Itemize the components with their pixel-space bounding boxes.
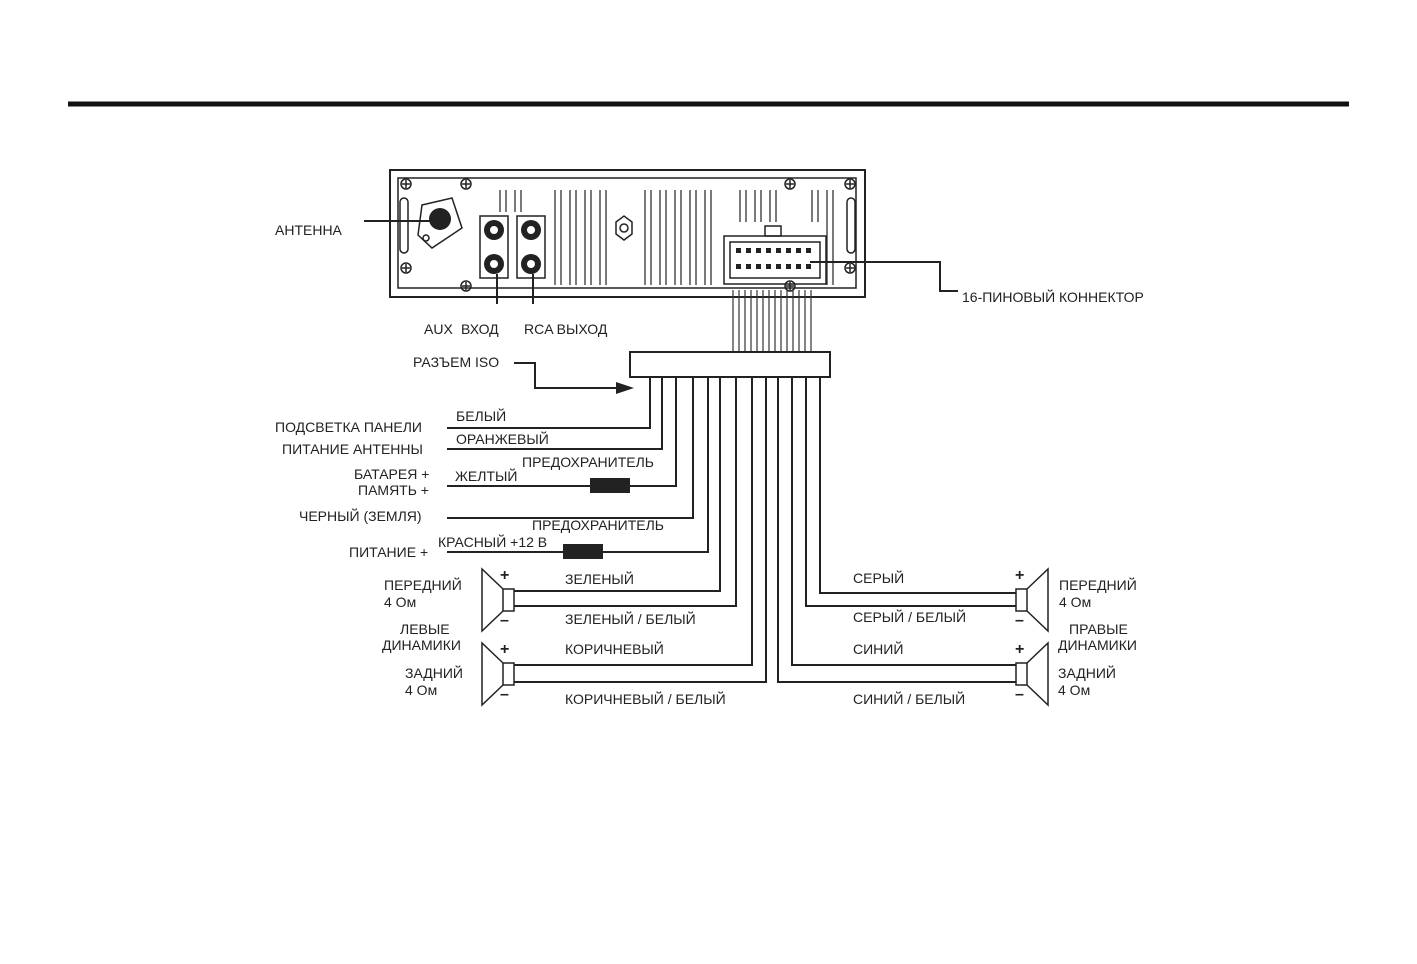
iso-connector-block xyxy=(629,351,831,378)
right-front-label-1: ПЕРЕДНИЙ xyxy=(1059,576,1137,593)
left-rear-speaker-icon xyxy=(481,641,515,707)
right-rear-label-1: ЗАДНИЙ xyxy=(1058,664,1116,681)
antenna-power-label: ПИТАНИЕ АНТЕННЫ xyxy=(282,441,423,457)
right-rear-label-2: 4 Ом xyxy=(1058,682,1090,698)
minus-symbol: – xyxy=(1015,612,1024,629)
left-speaker-wires xyxy=(514,377,767,683)
white-wire-label: БЕЛЫЙ xyxy=(456,407,506,424)
right-slot xyxy=(846,197,856,254)
connector16-label: 16-ПИНОВЫЙ КОННЕКТОР xyxy=(962,288,1144,305)
yellow-wire-label: ЖЕЛТЫЙ xyxy=(455,467,517,484)
red-wire-label: КРАСНЫЙ +12 В xyxy=(438,533,547,550)
harness-wires xyxy=(732,290,812,352)
left-rear-label-2: 4 Ом xyxy=(405,682,437,698)
rca-jacks-icon xyxy=(479,215,546,279)
minus-symbol: – xyxy=(500,686,509,703)
orange-wire-label: ОРАНЖЕВЫЙ xyxy=(456,430,549,447)
right-group-label-1: ПРАВЫЕ xyxy=(1069,621,1128,637)
fuse-1-label: ПРЕДОХРАНИТЕЛЬ xyxy=(522,454,654,470)
center-nut-icon xyxy=(615,215,633,241)
aux-in-label-2: ВХОД xyxy=(461,321,499,337)
panel-light-label: ПОДСВЕТКА ПАНЕЛИ xyxy=(275,419,422,435)
connector-pointer xyxy=(810,261,958,292)
right-front-label-2: 4 Ом xyxy=(1059,594,1091,610)
plus-symbol: + xyxy=(500,641,509,658)
rca-out-label: RCA ВЫХОД xyxy=(524,321,608,337)
antenna-socket-icon xyxy=(417,197,463,249)
plus-symbol: + xyxy=(1015,641,1024,658)
battery-label-1: БАТАРЕЯ + xyxy=(354,466,429,482)
right-front-speaker-icon xyxy=(1015,567,1049,633)
head-unit-body xyxy=(389,169,866,298)
plus-symbol: + xyxy=(1015,567,1024,584)
power-label: ПИТАНИЕ + xyxy=(349,544,428,560)
left-front-label-2: 4 Ом xyxy=(384,594,416,610)
green-white-wire-label: ЗЕЛЕНЫЙ / БЕЛЫЙ xyxy=(565,610,696,627)
aux-in-label-1: AUX xyxy=(424,321,453,337)
left-group-label-2: ДИНАМИКИ xyxy=(382,637,461,653)
left-front-speaker-icon xyxy=(481,567,515,633)
brown-wire-label: КОРИЧНЕВЫЙ xyxy=(565,640,664,657)
fuse-2-label: ПРЕДОХРАНИТЕЛЬ xyxy=(532,517,664,533)
right-speaker-wires xyxy=(777,377,1016,683)
right-rear-speaker-icon xyxy=(1015,641,1049,707)
left-rear-label-1: ЗАДНИЙ xyxy=(405,664,463,681)
left-slot xyxy=(399,197,409,254)
iso-connector-label: РАЗЪЕМ ISO xyxy=(413,354,499,370)
connector-16pin-socket xyxy=(723,225,827,285)
left-group-label-1: ЛЕВЫЕ xyxy=(400,621,450,637)
minus-symbol: – xyxy=(500,612,509,629)
right-group-label-2: ДИНАМИКИ xyxy=(1058,637,1137,653)
head-unit-inner xyxy=(397,177,857,289)
fuse-1-icon xyxy=(590,478,630,493)
power-wires xyxy=(447,377,709,553)
brown-white-wire-label: КОРИЧНЕВЫЙ / БЕЛЫЙ xyxy=(565,690,726,707)
blue-wire-label: СИНИЙ xyxy=(853,640,903,657)
head-unit xyxy=(389,169,866,298)
heatsink-fins xyxy=(499,190,834,285)
black-ground-label: ЧЕРНЫЙ (ЗЕМЛЯ) xyxy=(299,507,422,524)
gray-wire-label: СЕРЫЙ xyxy=(853,569,904,586)
blue-white-wire-label: СИНИЙ / БЕЛЫЙ xyxy=(853,690,965,707)
green-wire-label: ЗЕЛЕНЫЙ xyxy=(565,570,634,587)
battery-label-2: ПАМЯТЬ + xyxy=(358,482,429,498)
minus-symbol: – xyxy=(1015,686,1024,703)
gray-white-wire-label: СЕРЫЙ / БЕЛЫЙ xyxy=(853,608,966,625)
left-front-label-1: ПЕРЕДНИЙ xyxy=(384,576,462,593)
antenna-label: АНТЕННА xyxy=(275,222,343,238)
iso-arrow-icon xyxy=(514,362,634,394)
plus-symbol: + xyxy=(500,567,509,584)
screw-icons xyxy=(400,178,856,292)
fuse-2-icon xyxy=(563,544,603,559)
